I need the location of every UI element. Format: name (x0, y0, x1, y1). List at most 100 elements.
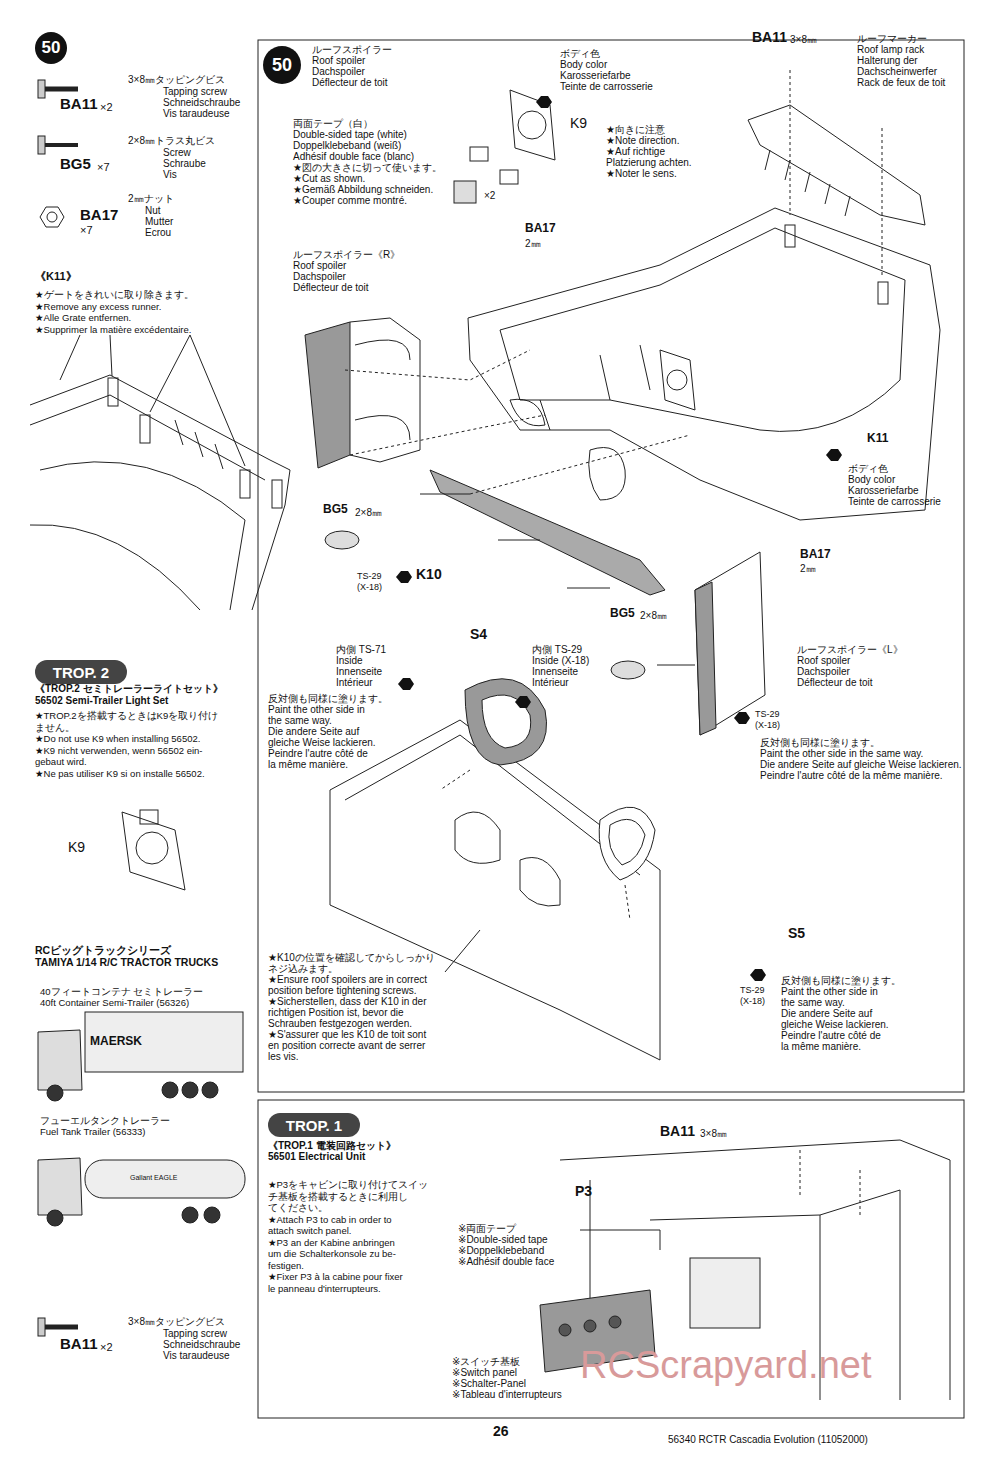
label: ★Cut as shown. (293, 173, 365, 184)
label: ※Switch panel (452, 1367, 517, 1378)
label: Déflecteur de toit (293, 282, 369, 293)
label: the same way. (268, 715, 332, 726)
label: Die andere Seite auf gleiche Weise lacki… (760, 759, 962, 770)
label: ★Remove any excess runner. (35, 302, 161, 312)
label: ★Ensure roof spoilers are in correct (268, 974, 427, 985)
label: Teinte de carrosserie (560, 81, 653, 92)
label: Roof lamp rack (857, 44, 924, 55)
label: K9 (68, 840, 85, 855)
label: Peindre l'autre côté de (268, 748, 368, 759)
label: festigen. (268, 1261, 304, 1271)
label: la même manière. (268, 759, 348, 770)
nut-icons (325, 531, 645, 679)
label: Rack de feux de toit (857, 77, 945, 88)
label: ※Double-sided tape (458, 1234, 548, 1245)
label: gleiche Weise lackieren. (268, 737, 376, 748)
label: Inside (X-18) (532, 655, 589, 666)
label: position before tightening screws. (268, 985, 416, 996)
label: Intérieur (336, 677, 373, 688)
label: 2×8㎜ (640, 610, 667, 621)
label: Mutter (145, 216, 173, 227)
label: 56501 Electrical Unit (268, 1151, 365, 1162)
label: ★Auf richtige (606, 146, 665, 157)
paint-icons (396, 96, 842, 981)
label: Déflecteur de toit (312, 77, 388, 88)
label: (X-18) (755, 721, 780, 731)
label: フューエルタンクトレーラー (40, 1116, 170, 1126)
label: 《TROP.1 電装回路セット》 (268, 1140, 396, 1151)
label: Screw (163, 147, 191, 158)
label: ×2 (100, 101, 113, 113)
label: 反対側も同様に塗ります。 (268, 693, 388, 704)
label: ×7 (80, 224, 93, 236)
label: 3×8㎜ (700, 1128, 727, 1139)
label: Schrauben festgezogen werden. (268, 1018, 412, 1029)
label: Fuel Tank Trailer (56333) (40, 1127, 145, 1137)
screw-icons (38, 80, 78, 1336)
label: Double-sided tape (white) (293, 129, 407, 140)
label: ★K10の位置を確認してからしっかり (268, 952, 435, 963)
label: Dachspoiler (293, 271, 346, 282)
label: Inside (336, 655, 363, 666)
option-badge: TROP. 2 (35, 660, 127, 684)
option-panel (258, 1100, 964, 1418)
label: ルーフスポイラー (312, 44, 392, 55)
roof-spoiler-r (305, 318, 545, 468)
label: Ecrou (145, 227, 171, 238)
label: ※スイッチ基板 (452, 1356, 520, 1367)
label: 《TROP.2 セミトレーラーライトセット》 (35, 683, 223, 694)
label: MAERSK (90, 1035, 142, 1048)
label: Roof spoiler (293, 260, 346, 271)
label: ★K9 nicht verwenden, wenn 56502 ein- (35, 746, 202, 756)
label: BA11 (752, 30, 787, 45)
label: Innenseite (532, 666, 578, 677)
label: Nut (145, 205, 161, 216)
label: 2㎜ (525, 238, 541, 249)
label: ボディ色 (848, 463, 888, 474)
label: Halterung der (857, 55, 918, 66)
label: ※両面テープ (458, 1223, 516, 1234)
label: 2×8㎜トラス丸ビス (128, 135, 215, 146)
label: 反対側も同様に塗ります。 (781, 975, 901, 986)
roof-spoiler-l (657, 552, 765, 735)
label: la même manière. (781, 1041, 861, 1052)
label: richtigen Position ist, bevor die (268, 1007, 404, 1018)
k9-part (122, 810, 185, 890)
label: Gallant EAGLE (130, 1174, 177, 1182)
label: K10 (416, 567, 442, 582)
label: Doppelklebeband (weiß) (293, 140, 401, 151)
label: (X-18) (740, 997, 765, 1007)
label: Platzierung achten. (606, 157, 692, 168)
step-number: TROP. 1 (286, 1117, 342, 1134)
k10-bar (420, 435, 690, 595)
option-badge: TROP. 1 (268, 1113, 360, 1137)
label: Roof spoiler (312, 55, 365, 66)
cab-body (468, 208, 940, 520)
label: ★Noter le sens. (606, 168, 677, 179)
label: ★P3をキャビンに取り付けてスイッ (268, 1180, 428, 1190)
label: Vis (163, 169, 177, 180)
label: les vis. (268, 1051, 299, 1062)
label: the same way. (781, 997, 845, 1008)
label: ※Adhésif double face (458, 1256, 554, 1267)
label: 両面テープ（白） (293, 118, 373, 129)
label: 反対側も同様に塗ります。 (760, 737, 880, 748)
label: Body color (848, 474, 895, 485)
label: K11 (867, 432, 888, 445)
step-number: TROP. 2 (53, 664, 109, 681)
label: ルーフマーカー (857, 33, 927, 44)
label: BG5 (60, 156, 91, 173)
label: Déflecteur de toit (797, 677, 873, 688)
label: Vis taraudeuse (163, 108, 230, 119)
label: てください。 (268, 1203, 328, 1213)
label: チ基板を搭載するときに利用し (268, 1192, 408, 1202)
label: um die Schalterkonsole zu be- (268, 1249, 396, 1259)
label: BA11 (60, 96, 98, 113)
label: Peindre l'autre côté de la même manière. (760, 770, 943, 781)
label: 2×8㎜ (355, 507, 382, 518)
label: Paint the other side in the same way. (760, 748, 923, 759)
label: (X-18) (357, 583, 382, 593)
label: BA11 (60, 1336, 98, 1353)
label: BG5 (610, 607, 635, 620)
label: ルーフスポイラー《R》 (293, 249, 400, 260)
